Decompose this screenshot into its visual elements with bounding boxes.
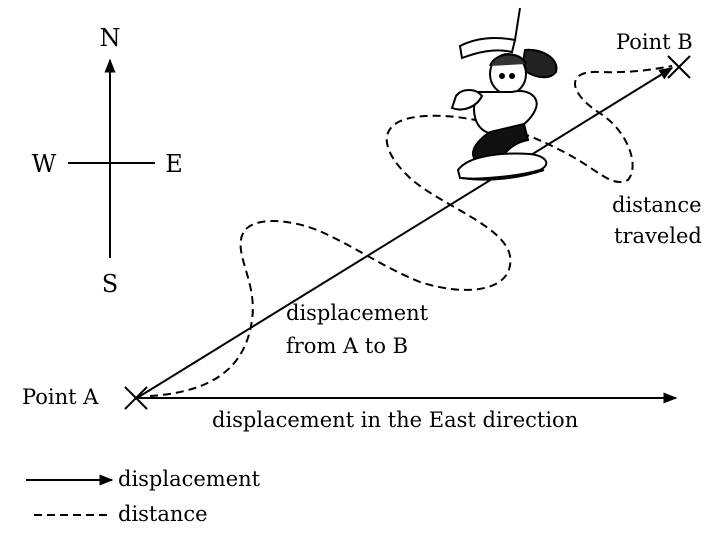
displacement-vector-a-to-b xyxy=(136,67,674,399)
compass-west-label: W xyxy=(32,150,57,178)
compass-north-label: N xyxy=(100,24,121,52)
displacement-label-line2: from A to B xyxy=(286,334,408,358)
distance-traveled-label-line2: traveled xyxy=(614,224,702,248)
legend-displacement-label: displacement xyxy=(118,467,261,491)
legend-distance-label: distance xyxy=(118,502,208,526)
distance-traveled-path xyxy=(149,65,673,397)
displacement-label-line1: displacement xyxy=(286,301,429,325)
distance-traveled-label-line1: distance xyxy=(612,193,702,217)
compass-east-label: E xyxy=(165,150,183,178)
east-displacement-label: displacement in the East direction xyxy=(212,408,578,432)
compass-south-label: S xyxy=(102,270,118,298)
point-a-label: Point A xyxy=(22,385,99,409)
legend: displacement distance xyxy=(26,467,261,526)
point-b-label: Point B xyxy=(616,30,693,54)
point-b-marker xyxy=(667,55,691,79)
point-a-marker xyxy=(124,386,148,410)
hiker-figure-icon xyxy=(450,7,558,181)
compass-rose: N S W E xyxy=(32,24,183,298)
